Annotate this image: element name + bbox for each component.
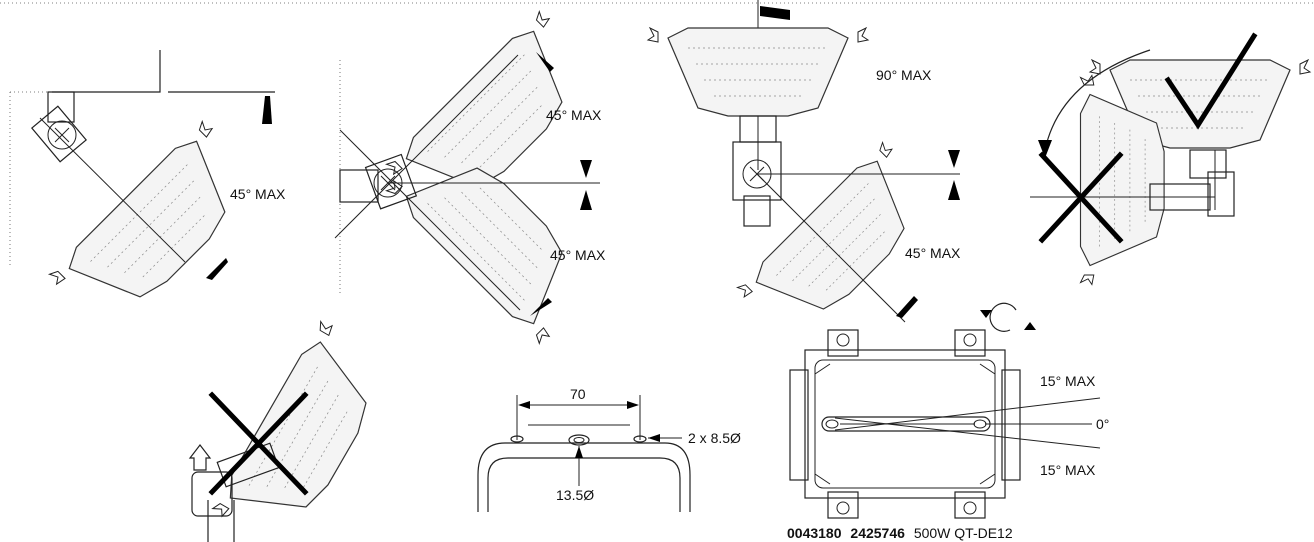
angle-marker bbox=[948, 150, 960, 168]
product-code-2: 2425746 bbox=[850, 525, 905, 541]
up-arrow-icon bbox=[188, 444, 212, 471]
angle-label-45-b: 45° MAX bbox=[546, 107, 602, 123]
angle-marker bbox=[536, 52, 554, 72]
check-mark-icon bbox=[1164, 32, 1258, 130]
product-code-1: 0043180 bbox=[787, 525, 842, 541]
angle-marker bbox=[206, 258, 228, 280]
angle-label-90: 90° MAX bbox=[876, 67, 932, 83]
dimension-center-hole: 13.5Ø bbox=[556, 487, 594, 503]
angle-label-15-bottom: 15° MAX bbox=[1040, 462, 1096, 478]
mounting-clip bbox=[827, 329, 986, 519]
product-caption: 0043180 2425746 500W QT-DE12 bbox=[787, 525, 1013, 541]
diagram-wall-mount-45: 45° MAX bbox=[9, 50, 286, 339]
product-spec: 500W QT-DE12 bbox=[914, 525, 1013, 541]
diagram-forbidden-mount bbox=[188, 319, 399, 542]
rotate-icon bbox=[989, 302, 1017, 332]
angle-label-15-top: 15° MAX bbox=[1040, 373, 1096, 389]
diagram-orientation-check bbox=[1030, 32, 1311, 286]
angle-marker bbox=[896, 296, 918, 318]
diagram-lamp-tilt-tolerance: 15° MAX 0° 15° MAX bbox=[789, 302, 1109, 519]
diagram-side-mount-45: 45° MAX 45° MAX bbox=[334, 9, 606, 346]
angle-label-45-d: 45° MAX bbox=[905, 245, 961, 261]
angle-marker bbox=[580, 190, 592, 210]
angle-marker bbox=[580, 160, 592, 178]
diagram-rotation-90-45: 90° MAX 45° MAX bbox=[647, 0, 961, 349]
angle-marker bbox=[760, 6, 790, 20]
dimension-70: 70 bbox=[570, 386, 586, 402]
angle-label-45-a: 45° MAX bbox=[230, 186, 286, 202]
angle-marker bbox=[262, 96, 272, 124]
angle-marker bbox=[530, 298, 552, 316]
angle-label-0: 0° bbox=[1096, 416, 1109, 432]
dimension-holes: 2 x 8.5Ø bbox=[688, 430, 741, 446]
angle-marker bbox=[948, 180, 960, 200]
angle-label-45-c: 45° MAX bbox=[550, 247, 606, 263]
diagram-bracket-dimensions: 70 2 x 8.5Ø 13.5Ø bbox=[477, 386, 741, 512]
rotation-arrowhead bbox=[1038, 140, 1052, 158]
